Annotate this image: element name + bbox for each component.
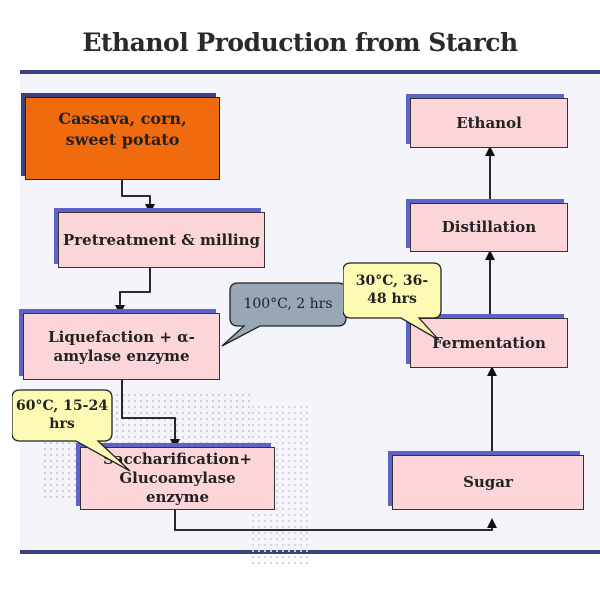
box-pretreatment-label: Pretreatment & milling [62, 230, 261, 249]
box-fermentation-label: Fermentation [432, 333, 546, 352]
box-distillation-label: Distillation [441, 218, 537, 237]
box-distillation: Distillation [410, 203, 568, 252]
arrow-saccharification-to-sugar [174, 510, 497, 531]
box-saccharification: Saccharification+ Glucoamylase enzyme [80, 447, 275, 510]
box-saccharification-label: Saccharification+ Glucoamylase enzyme [103, 450, 252, 506]
box-ethanol-label: Ethanol [456, 113, 522, 132]
box-raw-materials: Cassava, corn, sweet potato [25, 97, 220, 180]
box-pretreatment: Pretreatment & milling [58, 212, 265, 268]
box-liquefaction-label: Liquefaction + α-amylase enzyme [48, 327, 195, 365]
callout-yellow-shape [342, 262, 442, 341]
arrow-liquefaction-to-saccharification [121, 380, 180, 449]
callout-liquefaction-text: 100°C, 2 hrs [243, 295, 333, 312]
callout-saccharification-conditions: 60°C, 15-24 hrs [11, 387, 152, 477]
callout-fermentation-conditions: 30°C, 36-48 hrs [342, 260, 453, 355]
box-ethanol: Ethanol [410, 98, 568, 148]
box-raw-materials-label: Cassava, corn, sweet potato [58, 108, 187, 149]
page-title: Ethanol Production from Starch [82, 28, 518, 57]
callout-fermentation-text: 30°C, 36-48 hrs [355, 273, 429, 307]
callout-liquefaction-conditions: 100°C, 2 hrs [210, 280, 350, 360]
box-sugar: Sugar [392, 455, 584, 510]
arrow-source-to-pretreatment [121, 180, 155, 214]
arrow-pretreatment-to-liquefaction [115, 268, 151, 315]
box-liquefaction: Liquefaction + α-amylase enzyme [23, 313, 220, 380]
callout-yellow-shape [11, 389, 131, 472]
box-sugar-label: Sugar [463, 473, 513, 492]
box-fermentation: Fermentation [410, 318, 568, 368]
callout-saccharification-text: 60°C, 15-24 hrs [16, 398, 108, 432]
